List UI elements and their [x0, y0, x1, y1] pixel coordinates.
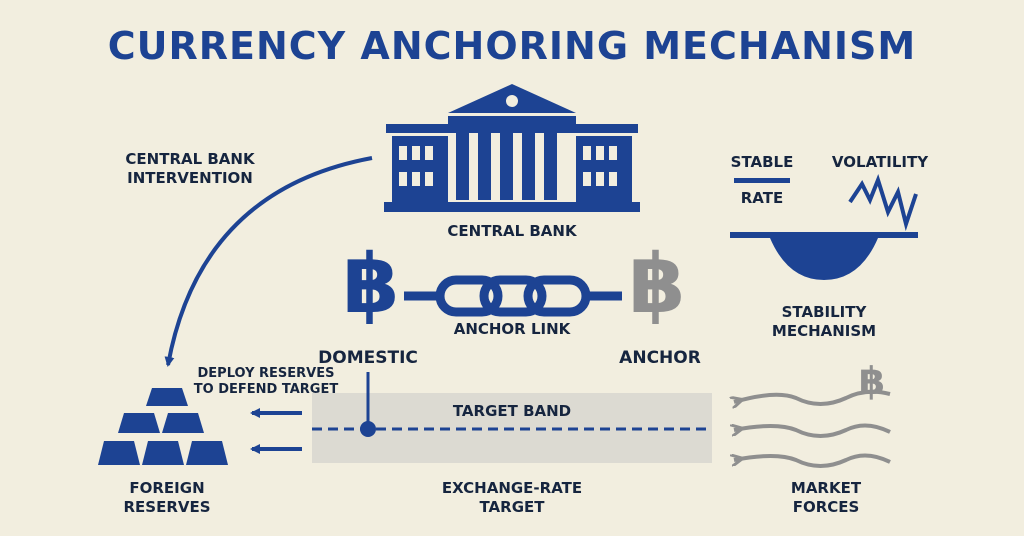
volatility-zigzag-icon	[848, 174, 918, 232]
target-marker	[360, 421, 376, 437]
target-band-label: TARGET BAND	[452, 402, 572, 420]
central-bank-intervention-label: CENTRAL BANK INTERVENTION	[125, 150, 254, 188]
market-forces-line-2: FORCES	[792, 498, 860, 516]
foreign-reserves-line-2: RESERVES	[123, 498, 211, 516]
exchange-rate-target-line-2: TARGET	[479, 498, 545, 516]
deploy-reserves-line-2: TO DEFEND TARGET	[193, 382, 339, 397]
anchor-link-label: ANCHOR LINK	[453, 320, 571, 338]
stable-rate-bar	[734, 178, 790, 183]
exchange-rate-target-line-1: EXCHANGE-RATE	[441, 479, 583, 497]
deploy-reserves-line-1: DEPLOY RESERVES	[197, 366, 335, 381]
domestic-currency-bitcoin-sign-icon: ฿	[342, 237, 400, 332]
stability-mechanism-label: STABILITY MECHANISM	[772, 303, 876, 341]
foreign-reserves-line-1: FOREIGN	[129, 479, 205, 497]
deploy-reserves-label: DEPLOY RESERVES TO DEFEND TARGET	[194, 366, 338, 398]
stability-bowl-icon	[730, 232, 918, 280]
central-bank-intervention-line-1: CENTRAL BANK	[125, 150, 255, 168]
stability-mechanism-line-1: STABILITY	[781, 303, 867, 321]
volatility-label: VOLATILITY	[831, 153, 929, 171]
rate-label: RATE	[740, 189, 784, 207]
market-currency-bitcoin-sign-icon: ฿	[858, 359, 886, 403]
anchor-label: ANCHOR	[619, 348, 701, 368]
stable-label: STABLE	[730, 153, 794, 171]
bank-building-icon	[384, 84, 640, 212]
diagram-title: CURRENCY ANCHORING MECHANISM	[107, 24, 917, 68]
market-forces-line-1: MARKET	[790, 479, 862, 497]
foreign-reserves-label: FOREIGN RESERVES	[123, 479, 210, 517]
central-bank-label: CENTRAL BANK	[447, 222, 577, 240]
chain-icon	[404, 275, 622, 317]
domestic-label: DOMESTIC	[318, 348, 418, 368]
central-bank-intervention-line-2: INTERVENTION	[127, 169, 253, 187]
stability-mechanism-line-2: MECHANISM	[771, 322, 877, 340]
exchange-rate-target-label: EXCHANGE-RATE TARGET	[442, 479, 582, 517]
market-forces-label: MARKET FORCES	[791, 479, 861, 517]
anchor-currency-bitcoin-sign-icon: ฿	[628, 237, 686, 332]
intervention-arrow	[164, 156, 373, 367]
gold-bars-icon	[98, 388, 228, 465]
market-force-arrows	[734, 389, 891, 468]
